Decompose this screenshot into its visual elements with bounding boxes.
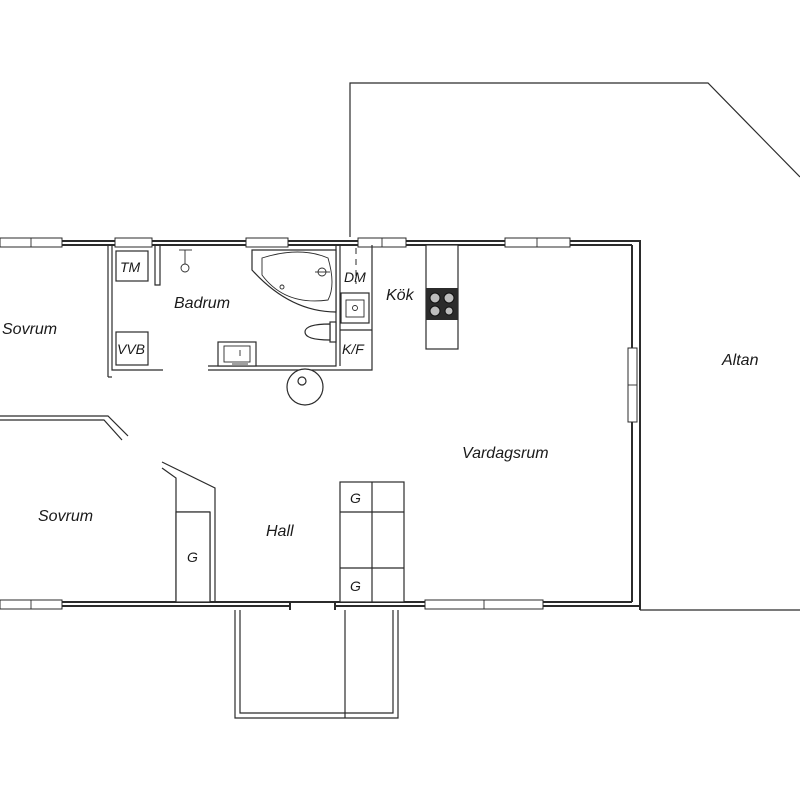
- fixture-label-tm: TM: [120, 259, 141, 275]
- room-label-sovrum-2: Sovrum: [38, 508, 93, 525]
- room-label-kok: Kök: [386, 287, 415, 304]
- bathroom-sink-icon: [217, 341, 257, 367]
- room-label-vardagsrum: Vardagsrum: [462, 445, 549, 462]
- wardrobe-hall: [175, 511, 211, 603]
- entry-porch: [234, 610, 399, 719]
- room-label-altan: Altan: [721, 352, 759, 369]
- toilet-icon: [304, 321, 337, 343]
- fixture-label-g-upper: G: [350, 490, 361, 506]
- bathroom-fixtures: [115, 249, 337, 367]
- room-label-hall: Hall: [266, 523, 294, 540]
- tumble-dryer: [115, 250, 149, 282]
- room-label-badrum: Badrum: [174, 295, 230, 312]
- windows: [0, 237, 638, 610]
- room-label-sovrum-1: Sovrum: [2, 321, 57, 338]
- corner-bathtub: [251, 249, 337, 313]
- wardrobes: [175, 481, 405, 603]
- round-table-icon: [286, 368, 324, 406]
- shower-icon: [179, 249, 192, 273]
- fixture-label-g-lower: G: [350, 578, 361, 594]
- kitchen-sink-icon: [340, 292, 370, 324]
- kitchen-fixtures: [340, 244, 459, 350]
- fixture-label-dm: DM: [344, 269, 366, 285]
- fixture-label-vvb: VVB: [117, 341, 145, 357]
- fixture-label-g-hall: G: [187, 549, 198, 565]
- stove-icon: [426, 288, 458, 320]
- water-heater: [115, 331, 149, 366]
- altan-outline: [349, 82, 800, 611]
- fixture-label-kf: K/F: [342, 341, 365, 357]
